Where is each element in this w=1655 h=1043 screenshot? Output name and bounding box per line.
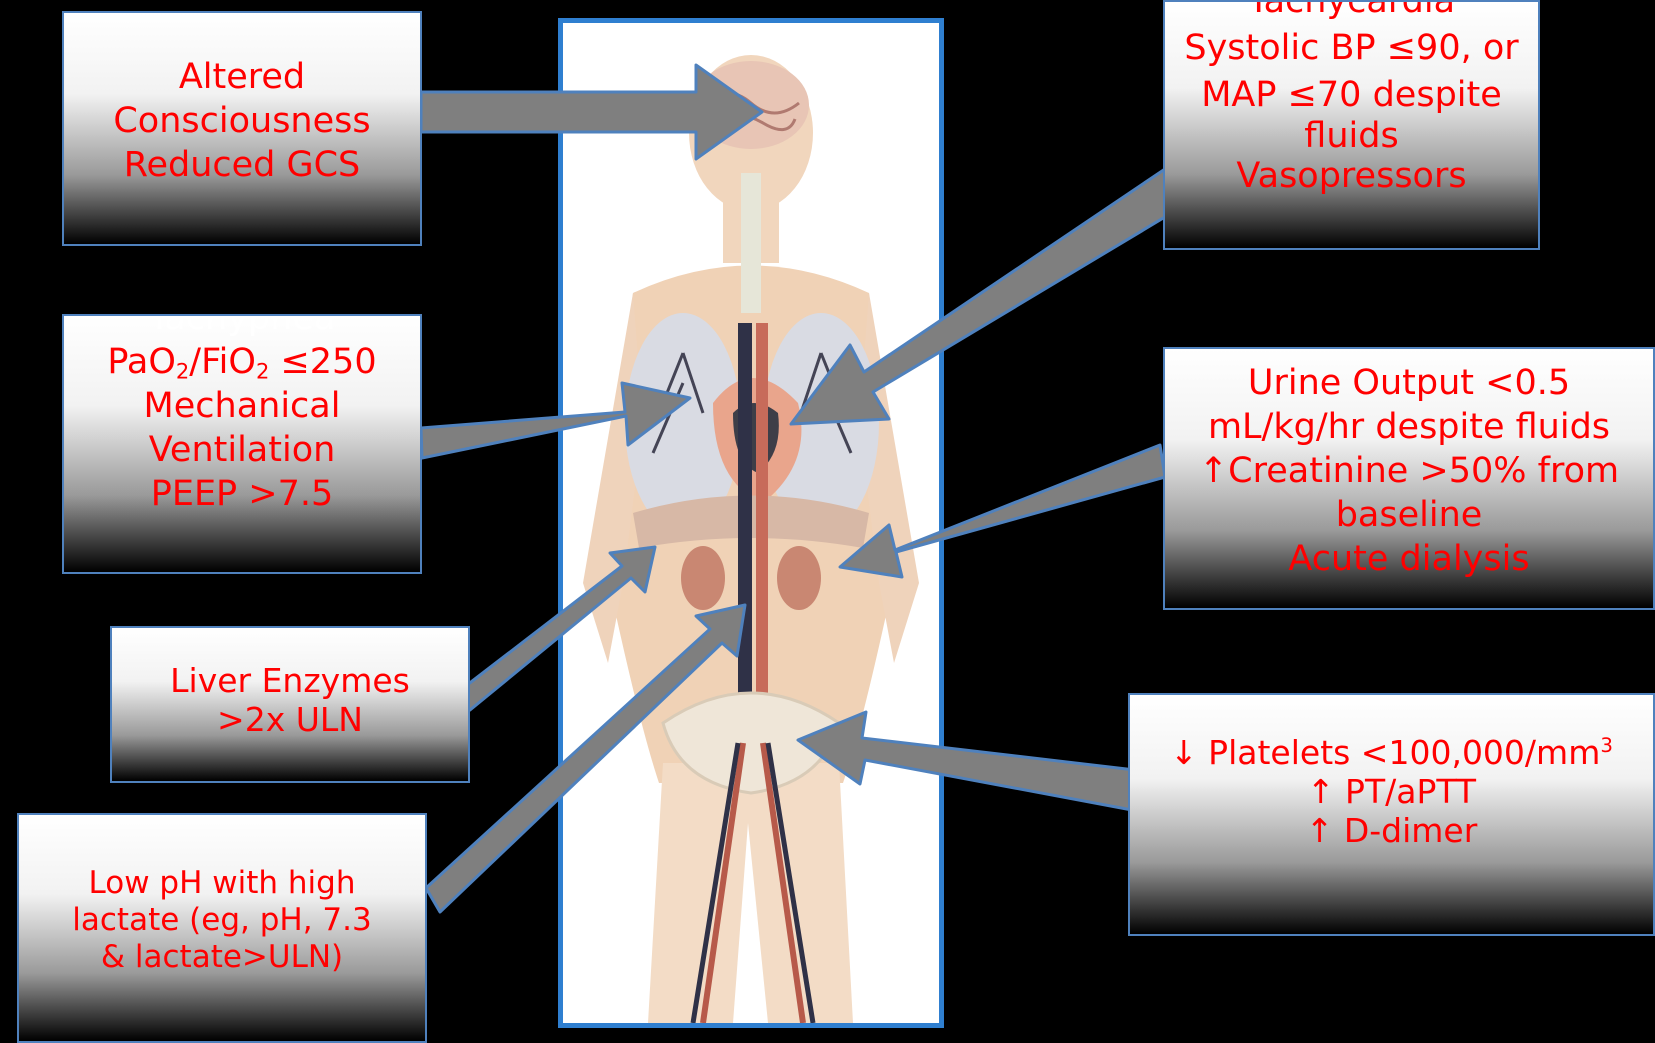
arrow-to-brain: [421, 65, 762, 159]
resp-ratio-sub-a: 2: [176, 359, 189, 383]
heme-line-1-text: ↓ Platelets <100,000/mm: [1170, 733, 1600, 772]
cardio-line-2: Systolic BP ≤90, or: [1184, 25, 1518, 72]
heme-line-2: ↑ PT/aPTT: [1307, 772, 1476, 811]
resp-ratio-a: PaO: [107, 342, 176, 382]
arrow-to-heart: [791, 167, 1190, 424]
cardio-line-5: Vasopressors: [1236, 153, 1466, 200]
resp-ratio-b: /FiO: [189, 342, 256, 382]
cardio-line-1: Tachycardia: [1248, 0, 1455, 25]
renal-line-4: baseline: [1336, 493, 1483, 537]
callout-cardiovascular: Tachycardia Systolic BP ≤90, or MAP ≤70 …: [1163, 0, 1540, 250]
callout-cns: Altered Consciousness Reduced GCS: [62, 11, 422, 246]
resp-line-5: PEEP >7.5: [151, 472, 334, 516]
resp-line-1: Tachypnea: [149, 314, 336, 340]
renal-line-3: ↑Creatinine >50% from: [1199, 449, 1619, 493]
renal-line-5: Acute dialysis: [1288, 537, 1529, 581]
arrow-to-lungs: [421, 383, 690, 458]
cns-line-3: Reduced GCS: [124, 143, 361, 187]
cardio-line-3: MAP ≤70 despite: [1201, 72, 1502, 119]
heme-line-1: ↓ Platelets <100,000/mm3: [1170, 733, 1613, 772]
heme-line-3: ↑ D-dimer: [1306, 811, 1478, 850]
metabolic-line-1: Low pH with high: [89, 865, 356, 902]
metabolic-line-3: & lactate>ULN): [101, 939, 343, 976]
cardio-line-4: fluids: [1304, 119, 1398, 153]
heme-line-1-sup: 3: [1600, 734, 1613, 757]
liver-line-1: Liver Enzymes: [170, 661, 410, 700]
callout-metabolic: Low pH with high lactate (eg, pH, 7.3 & …: [17, 813, 427, 1043]
arrow-to-kidneys: [840, 445, 1165, 577]
resp-line-2: PaO2/FiO2 ≤250: [107, 340, 376, 384]
callout-hematologic: ↓ Platelets <100,000/mm3 ↑ PT/aPTT ↑ D-d…: [1128, 693, 1655, 936]
renal-line-2: mL/kg/hr despite fluids: [1208, 405, 1610, 449]
callout-renal: Urine Output <0.5 mL/kg/hr despite fluid…: [1163, 347, 1655, 610]
metabolic-line-2: lactate (eg, pH, 7.3: [72, 902, 371, 939]
resp-ratio-sub-b: 2: [256, 359, 269, 383]
resp-ratio-c: ≤250: [269, 342, 376, 382]
liver-line-2: >2x ULN: [217, 700, 363, 739]
arrow-to-liver: [458, 547, 655, 710]
cns-line-1: Altered: [179, 55, 305, 99]
resp-line-4: Ventilation: [149, 428, 336, 472]
arrow-to-blood-vessels: [798, 712, 1135, 810]
callout-respiratory: Tachypnea PaO2/FiO2 ≤250 Mechanical Vent…: [62, 314, 422, 574]
renal-line-1: Urine Output <0.5: [1248, 361, 1570, 405]
callout-liver: Liver Enzymes >2x ULN: [110, 626, 470, 783]
cns-line-2: Consciousness: [113, 99, 370, 143]
resp-line-3: Mechanical: [144, 384, 341, 428]
arrow-to-vessels: [426, 605, 745, 912]
